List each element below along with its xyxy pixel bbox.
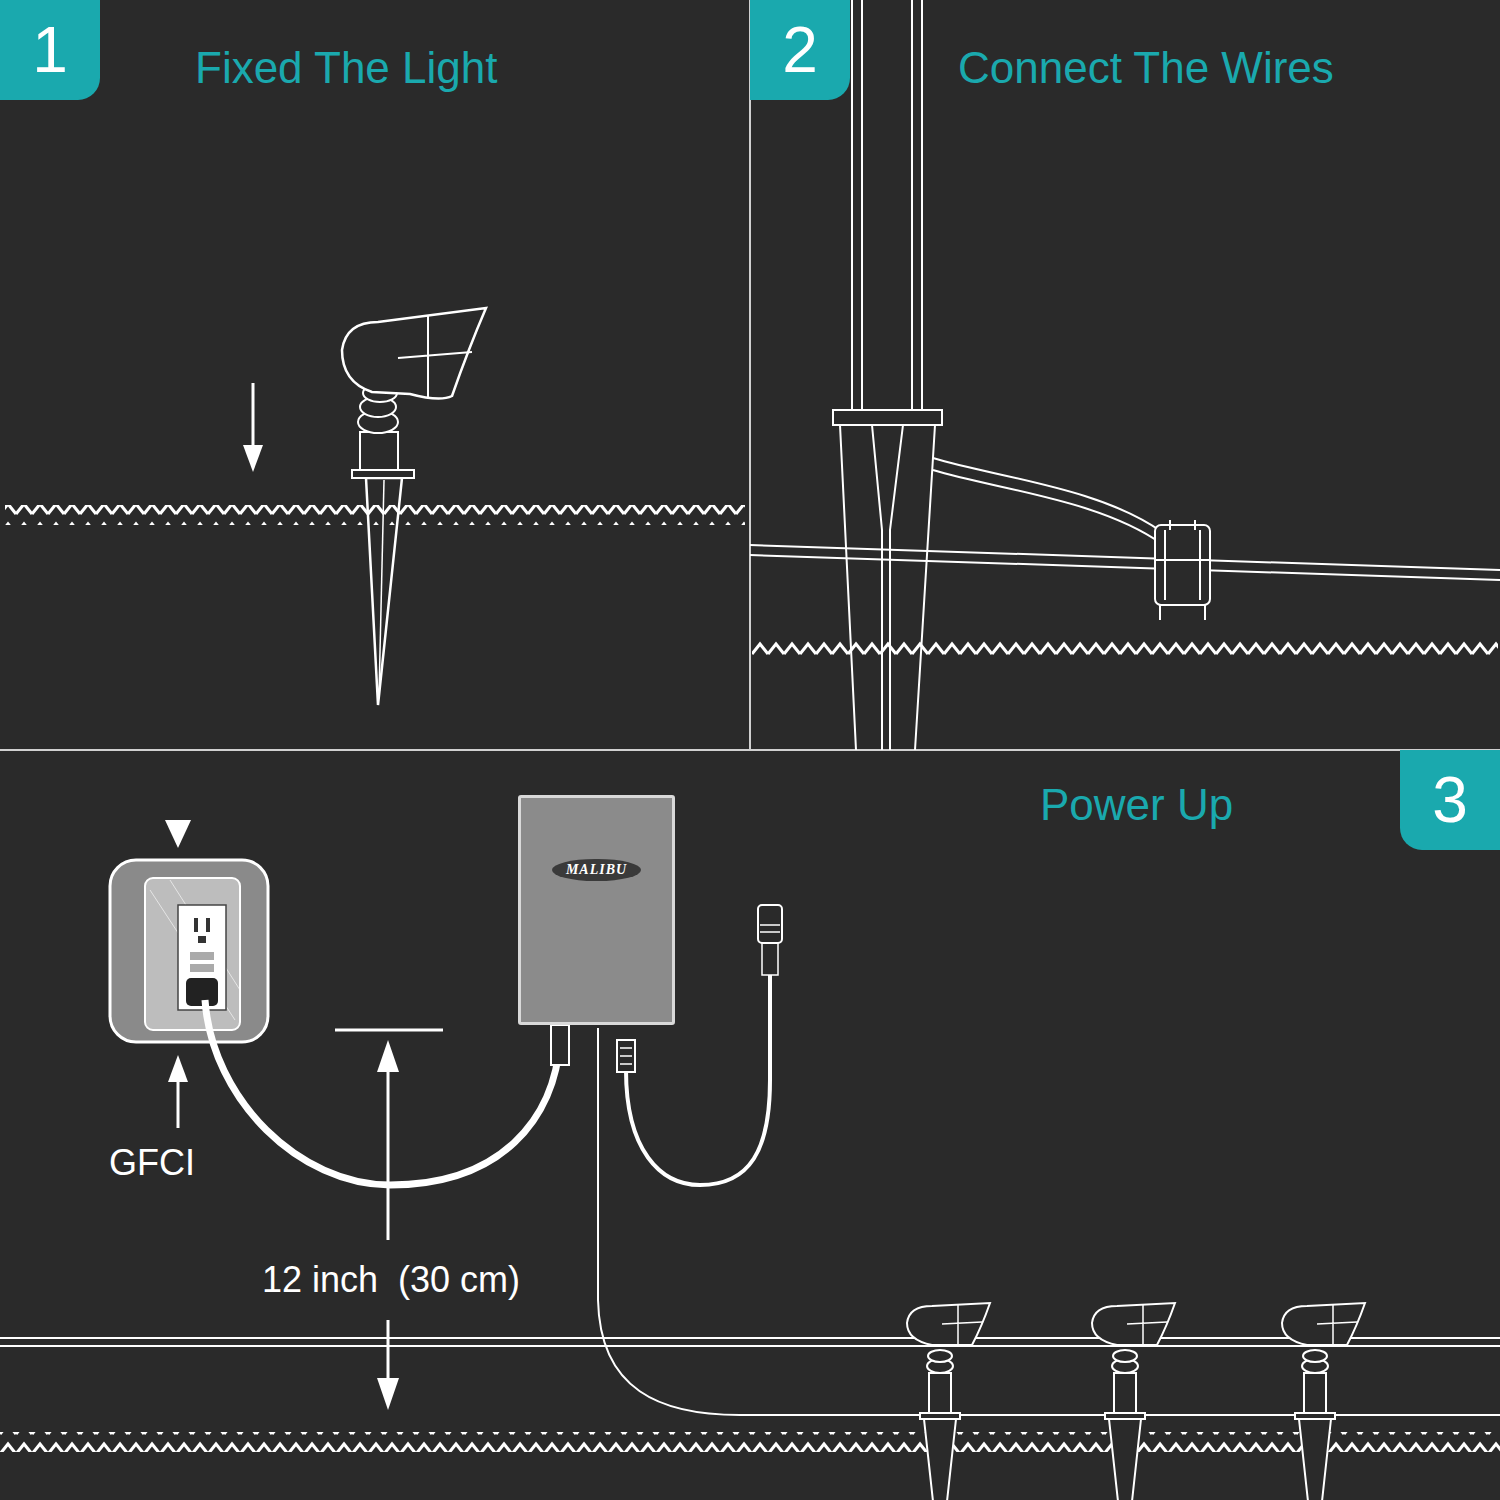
transformer-box: MALIBU — [518, 795, 675, 1025]
power-up-illustration — [150, 880, 240, 1020]
dimension-label: 12 inch (30 cm) — [258, 1260, 524, 1300]
power-up-illustration — [0, 1338, 1500, 1346]
stake-light-illustration — [398, 316, 472, 398]
stake-light-illustration — [5, 505, 745, 525]
step-heading: Fixed The Light — [195, 44, 497, 92]
wire-connection-illustration — [1155, 520, 1210, 620]
power-up-illustration — [190, 964, 214, 972]
power-up-illustration — [551, 1025, 569, 1065]
step-number: 1 — [32, 18, 68, 82]
power-up-illustration — [177, 1078, 180, 1128]
step-panel: Fixed The Light 1 — [0, 0, 750, 750]
wire-connection-illustration — [933, 458, 1162, 544]
power-up-illustration — [335, 1029, 443, 1032]
step-number: 3 — [1432, 768, 1468, 832]
stake-light-illustration — [342, 308, 486, 399]
power-up-illustration — [617, 1040, 635, 1072]
power-up-illustration — [758, 905, 782, 943]
stake-light-illustration — [360, 432, 398, 470]
wire-connection-illustration — [833, 410, 942, 425]
power-up-illustration — [620, 1048, 632, 1064]
power-up-illustration — [206, 918, 210, 932]
power-up-illustration — [110, 860, 268, 1042]
power-up-illustration — [205, 1000, 560, 1185]
wire-connection-illustration — [752, 640, 1498, 660]
step-badge: 1 — [0, 0, 100, 100]
power-up-illustration — [168, 1055, 188, 1082]
stake-light-illustration — [352, 470, 414, 478]
stake-light-illustration — [252, 383, 255, 450]
panel-dividers — [749, 0, 751, 750]
power-up-illustration — [1092, 1303, 1175, 1500]
power-up-illustration — [0, 1432, 1500, 1452]
wire-connection-illustration — [750, 545, 1500, 580]
power-up-illustration — [377, 1378, 399, 1410]
wire-connection-illustration — [852, 0, 922, 410]
outlet-label: GFCI — [105, 1143, 199, 1183]
wire-connection-illustration — [750, 0, 1500, 750]
panel-dividers — [0, 749, 1500, 751]
step-heading: Connect The Wires — [958, 44, 1334, 92]
power-up-illustration — [1282, 1303, 1365, 1500]
power-up-illustration — [907, 1303, 990, 1500]
wire-connection-illustration — [840, 425, 935, 750]
power-up-illustration — [387, 1065, 390, 1240]
power-up-illustration — [760, 925, 780, 975]
power-up-illustration — [165, 820, 191, 848]
step-panel: Connect The Wires 2 — [750, 0, 1500, 750]
power-up-illustration — [387, 1320, 390, 1385]
power-up-illustration — [190, 952, 214, 960]
step-panel: Power Up 3MALIBU — [0, 750, 1500, 1500]
power-up-illustration — [0, 820, 1500, 1500]
step-badge: 2 — [750, 0, 850, 100]
power-up-illustration — [598, 1028, 1500, 1415]
step-badge: 3 — [1400, 750, 1500, 850]
wire-connection-illustration — [1155, 525, 1210, 605]
step-heading: Power Up — [1040, 781, 1233, 829]
stake-light-illustration — [5, 308, 745, 705]
stake-light-illustration — [243, 445, 263, 472]
power-up-illustration — [145, 878, 240, 1030]
brand-logo: MALIBU — [552, 859, 641, 882]
power-up-illustration — [377, 1040, 399, 1072]
step-number: 2 — [782, 18, 818, 82]
power-up-illustration — [178, 905, 226, 1010]
power-up-illustration — [198, 936, 206, 943]
panel-dividers — [0, 0, 1500, 750]
power-up-illustration — [194, 918, 198, 932]
